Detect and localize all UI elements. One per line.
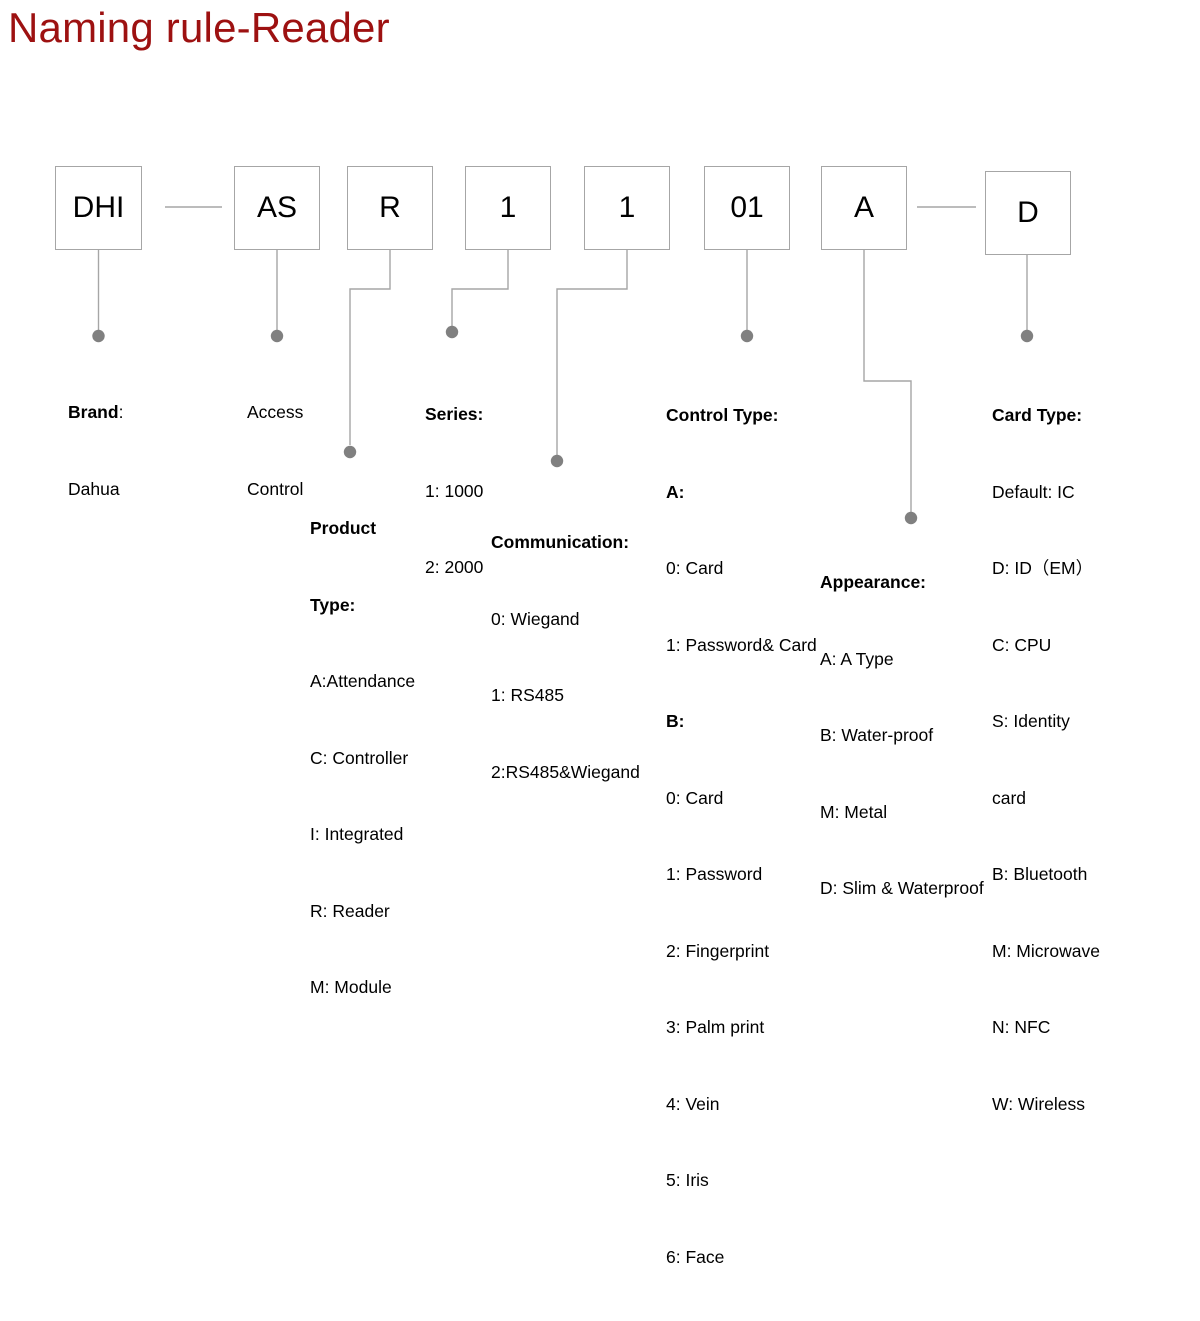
legend-brand: Brand: Dahua bbox=[68, 349, 123, 553]
legend-brand-heading: Brand: bbox=[68, 400, 123, 426]
dot-control-type bbox=[740, 329, 754, 343]
code-box-card-type[interactable]: D bbox=[985, 171, 1071, 255]
leader-communication bbox=[556, 250, 628, 455]
legend-control-type-b-item-6: 6: Face bbox=[666, 1246, 725, 1267]
legend-appearance: Appearance: A: A Type B: Water-proof M: … bbox=[820, 519, 984, 953]
legend-series: Series: 1: 1000 2: 2000 bbox=[425, 351, 483, 632]
legend-control-type-group-a-label: A: bbox=[666, 481, 685, 502]
dot-product-type bbox=[343, 445, 357, 459]
legend-product-type: Product Type: A:Attendance C: Controller… bbox=[310, 465, 415, 1052]
legend-communication-heading: Communication: bbox=[491, 532, 630, 552]
legend-card-type-item-5: B: Bluetooth bbox=[992, 864, 1088, 884]
dot-card-type bbox=[1020, 329, 1034, 343]
legend-communication-item-0: 0: Wiegand bbox=[491, 608, 580, 629]
code-box-series[interactable]: 1 bbox=[465, 166, 551, 250]
legend-card-type-item-0: Default: IC bbox=[992, 481, 1075, 502]
legend-card-type-item-2: C: CPU bbox=[992, 634, 1052, 655]
legend-control-type-b-item-0: 0: Card bbox=[666, 787, 724, 808]
legend-access-control: Access Control bbox=[247, 349, 303, 553]
legend-appearance-item-0: A: A Type bbox=[820, 648, 894, 669]
legend-product-type-heading: Product bbox=[310, 518, 377, 538]
legend-communication-item-2: 2:RS485&Wiegand bbox=[491, 761, 640, 782]
leader-product-type bbox=[349, 250, 391, 445]
code-box-appearance[interactable]: A bbox=[821, 166, 907, 250]
legend-control-type-b-item-5: 5: Iris bbox=[666, 1170, 709, 1190]
page-title: Naming rule-Reader bbox=[8, 4, 390, 51]
legend-control-type-heading: Control Type: bbox=[666, 405, 779, 425]
legend-control-type: Control Type: A: 0: Card 1: Password& Ca… bbox=[666, 352, 817, 1321]
legend-control-type-b-item-3: 3: Palm print bbox=[666, 1017, 765, 1037]
legend-appearance-heading: Appearance: bbox=[820, 572, 927, 592]
legend-control-type-b-item-2: 2: Fingerprint bbox=[666, 940, 770, 961]
leader-series bbox=[451, 250, 509, 330]
legend-product-type-item-3: R: Reader bbox=[310, 900, 390, 921]
legend-card-type-item-7: N: NFC bbox=[992, 1017, 1051, 1037]
legend-product-type-item-1: C: Controller bbox=[310, 747, 409, 768]
legend-brand-heading-text: Brand bbox=[68, 402, 119, 422]
legend-brand-heading-colon: : bbox=[118, 402, 124, 422]
legend-brand-item-0: Dahua bbox=[68, 478, 120, 499]
legend-access-control-line-1: Control bbox=[247, 478, 304, 499]
legend-control-type-group-b-label: B: bbox=[666, 711, 685, 731]
legend-product-type-item-4: M: Module bbox=[310, 977, 392, 997]
legend-card-type-item-6: M: Microwave bbox=[992, 940, 1100, 961]
legend-communication: Communication: 0: Wiegand 1: RS485 2:RS4… bbox=[491, 479, 640, 836]
dot-brand bbox=[92, 329, 105, 343]
legend-control-type-a-item-0: 0: Card bbox=[666, 558, 724, 578]
legend-communication-item-1: 1: RS485 bbox=[491, 685, 564, 705]
legend-control-type-b-item-1: 1: Password bbox=[666, 864, 763, 884]
legend-appearance-item-3: D: Slim & Waterproof bbox=[820, 878, 984, 898]
legend-series-item-1: 2: 2000 bbox=[425, 557, 484, 577]
code-box-control-type[interactable]: 01 bbox=[704, 166, 790, 250]
leader-appearance bbox=[863, 250, 912, 514]
legend-appearance-item-2: M: Metal bbox=[820, 801, 888, 822]
code-box-access-control[interactable]: AS bbox=[234, 166, 320, 250]
code-box-brand[interactable]: DHI bbox=[55, 166, 142, 250]
legend-card-type: Card Type: Default: IC D: ID（EM） C: CPU … bbox=[992, 352, 1100, 1168]
code-box-communication[interactable]: 1 bbox=[584, 166, 670, 250]
legend-card-type-heading: Card Type: bbox=[992, 405, 1083, 425]
dot-access-control bbox=[270, 329, 284, 343]
legend-series-heading: Series: bbox=[425, 404, 484, 424]
legend-appearance-item-1: B: Water-proof bbox=[820, 725, 934, 745]
legend-card-type-item-1: D: ID（EM） bbox=[992, 558, 1094, 578]
dot-series bbox=[445, 325, 459, 339]
legend-series-item-0: 1: 1000 bbox=[425, 480, 484, 501]
naming-rule-diagram: Naming rule-Reader bbox=[8, 4, 1100, 1267]
legend-card-type-item-3: S: Identity bbox=[992, 711, 1070, 731]
legend-card-type-item-4: card bbox=[992, 787, 1027, 808]
legend-access-control-line-0: Access bbox=[247, 402, 304, 422]
dot-communication bbox=[550, 454, 564, 468]
legend-product-type-heading-2: Type: bbox=[310, 594, 356, 615]
legend-control-type-a-item-1: 1: Password& Card bbox=[666, 634, 817, 655]
legend-card-type-item-8: W: Wireless bbox=[992, 1093, 1086, 1114]
code-box-product-type[interactable]: R bbox=[347, 166, 433, 250]
legend-product-type-item-2: I: Integrated bbox=[310, 824, 404, 844]
legend-control-type-b-item-4: 4: Vein bbox=[666, 1093, 720, 1114]
legend-product-type-item-0: A:Attendance bbox=[310, 671, 416, 691]
